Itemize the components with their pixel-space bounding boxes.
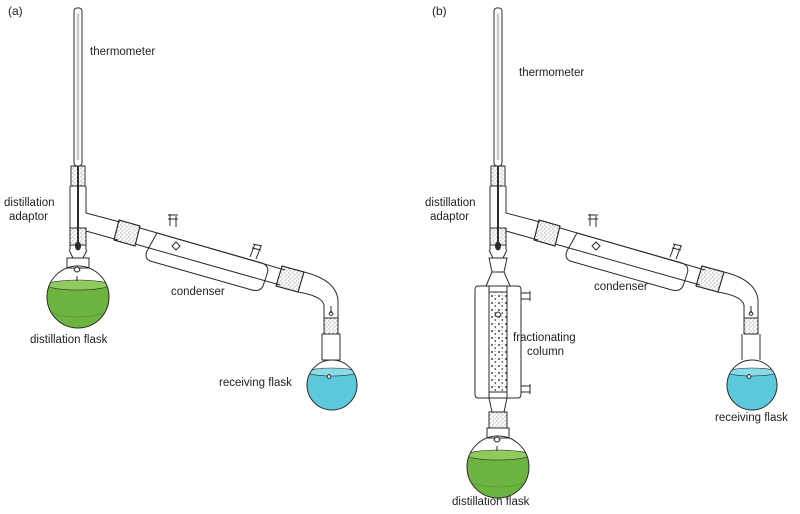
receiver-adaptor-a xyxy=(297,271,339,335)
label-adaptor-a-line1: distillation xyxy=(4,197,55,209)
fractionating-column-b xyxy=(474,285,531,413)
distillation-adaptor-a xyxy=(68,186,121,259)
panel-a-letter: (a) xyxy=(8,4,23,18)
panel-b-apparatus xyxy=(466,7,778,499)
thermometer-b xyxy=(493,7,503,251)
label-column-b-line2: column xyxy=(527,346,565,358)
thermometer-a xyxy=(73,7,83,251)
condenser-bend-joint-b xyxy=(695,265,725,293)
receiving-flask-a xyxy=(306,333,358,411)
condenser-a xyxy=(134,214,286,291)
label-receiving-flask-a: receiving flask xyxy=(219,377,292,389)
label-receiving-flask-b: receiving flask xyxy=(715,412,788,424)
receiving-flask-b xyxy=(726,334,778,411)
adaptor-condenser-joint-b xyxy=(533,219,561,247)
thermometer-joint-a xyxy=(70,165,86,187)
column-top-joint-b xyxy=(485,257,511,287)
label-distillation-flask-a: distillation flask xyxy=(30,334,108,346)
label-thermometer-b: thermometer xyxy=(519,67,585,79)
label-condenser-a: condenser xyxy=(171,286,225,298)
label-column-b-line1: fractionating xyxy=(513,332,576,344)
label-adaptor-b-line1: distillation xyxy=(425,197,476,209)
panel-a-apparatus xyxy=(46,7,358,411)
adaptor-condenser-joint-a xyxy=(113,219,141,247)
column-flask-joint-b xyxy=(486,411,510,439)
label-distillation-flask-b: distillation flask xyxy=(452,496,530,508)
label-condenser-b: condenser xyxy=(594,281,648,293)
distillation-flask-a xyxy=(46,257,110,329)
distillation-adaptor-b xyxy=(488,186,541,259)
thermometer-joint-b xyxy=(490,165,506,187)
label-adaptor-b-line2: adaptor xyxy=(430,211,470,223)
condenser-bend-joint-a xyxy=(275,265,305,293)
panel-b-letter: (b) xyxy=(432,4,447,18)
receiver-adaptor-b xyxy=(717,271,759,335)
label-adaptor-a-line2: adaptor xyxy=(9,211,49,223)
label-thermometer-a: thermometer xyxy=(90,46,156,58)
condenser-b xyxy=(554,214,706,291)
